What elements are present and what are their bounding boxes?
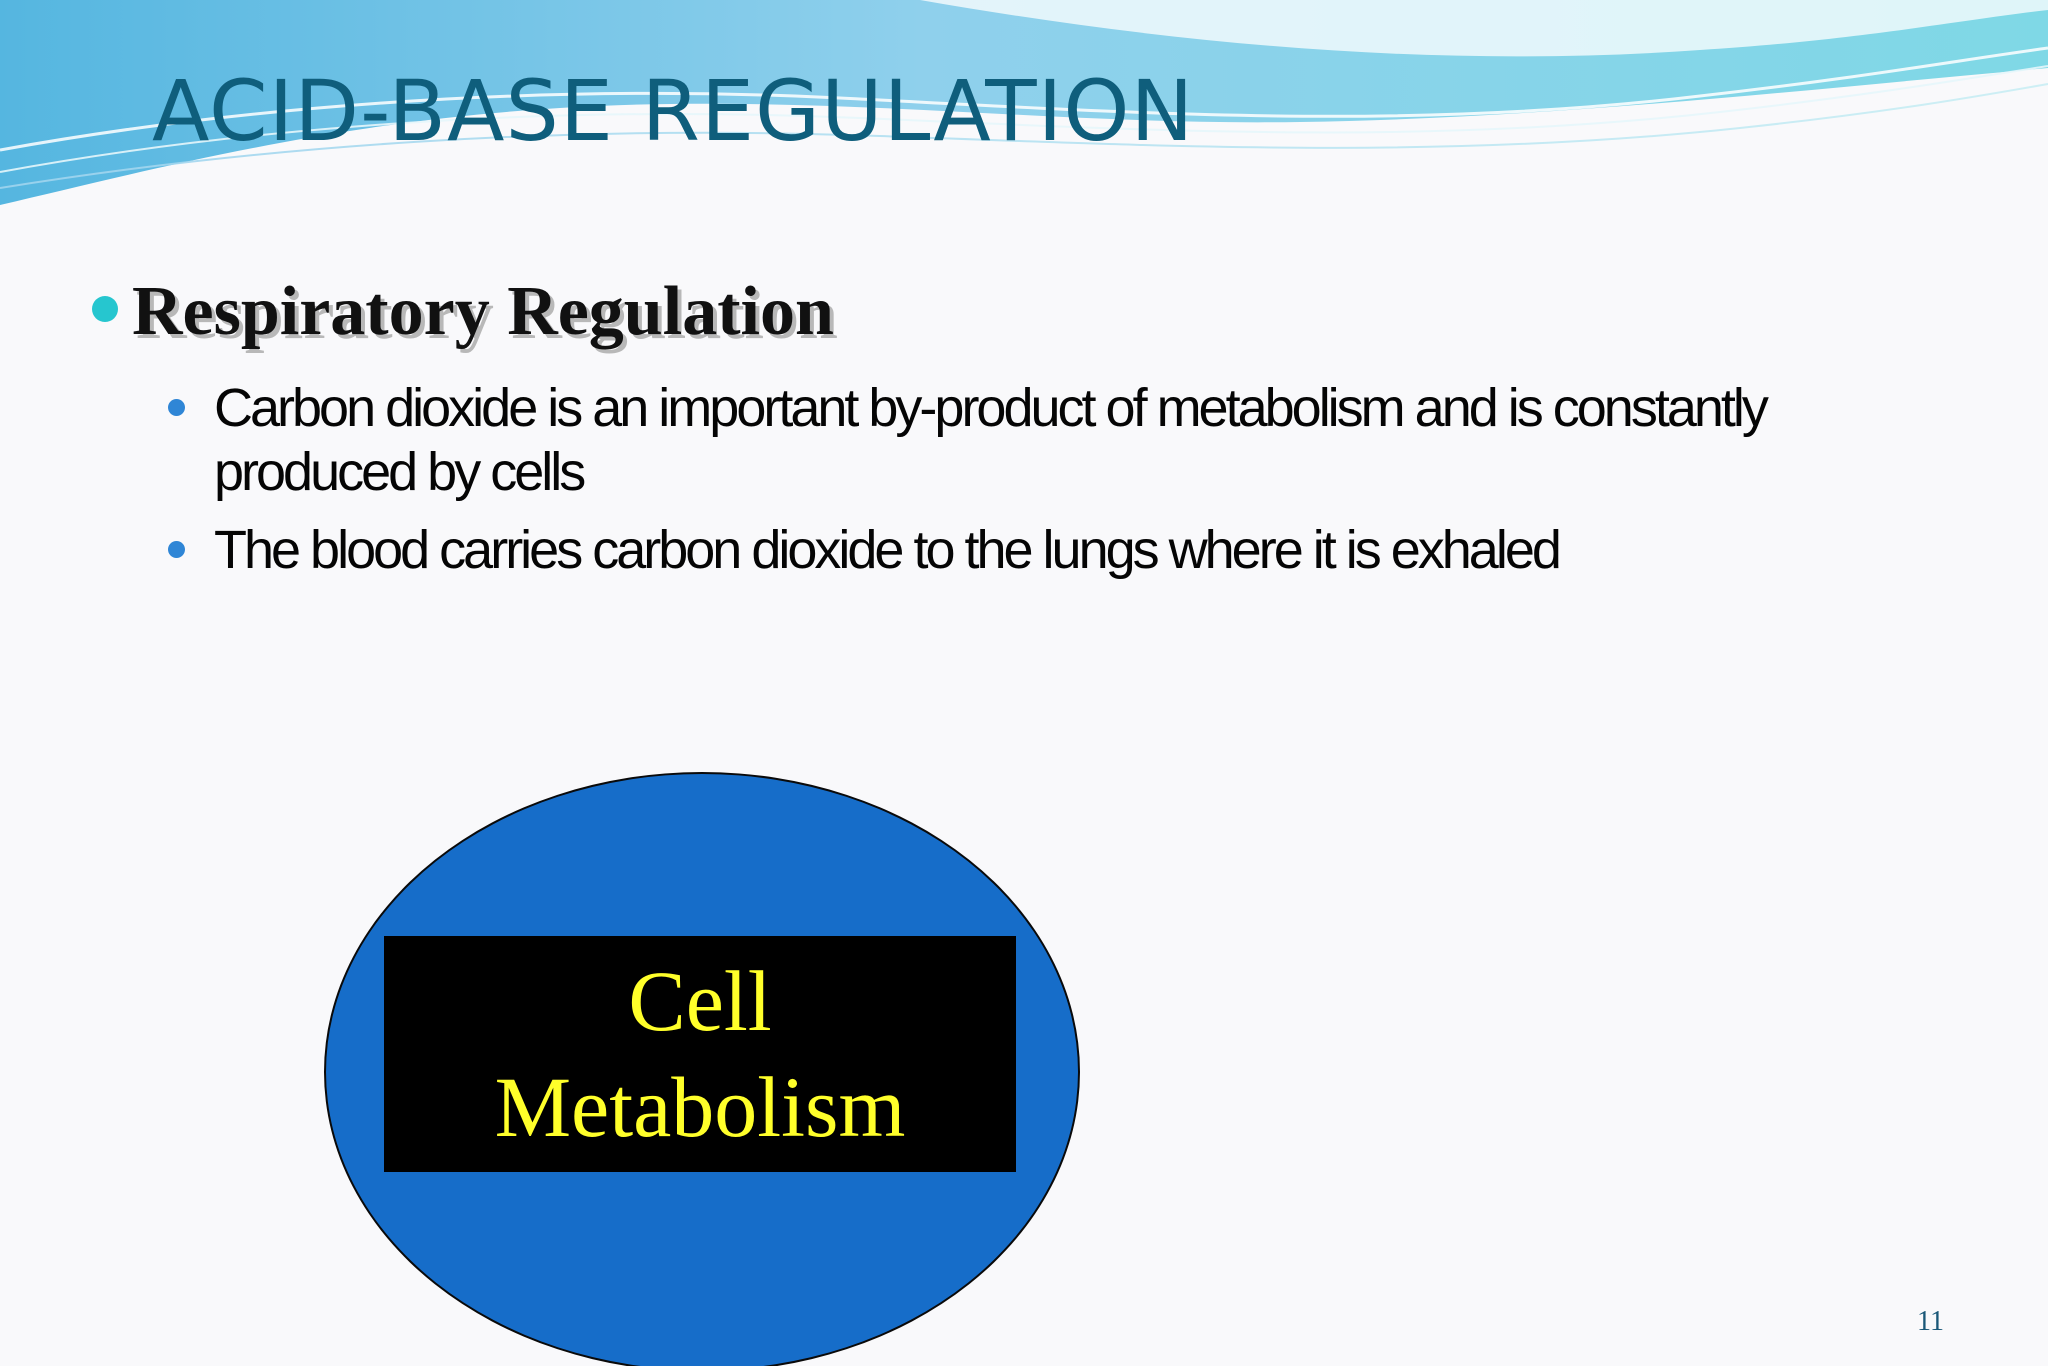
list-item: The blood carries carbon dioxide to the … xyxy=(168,518,1848,582)
box-label-line-2: Metabolism xyxy=(494,1059,906,1155)
cell-metabolism-label-box: Cell Metabolism xyxy=(384,936,1016,1172)
bullet-icon xyxy=(168,541,185,558)
page-number: 11 xyxy=(1917,1306,1944,1337)
heading-bullet-row: Respiratory Regulation xyxy=(92,272,834,352)
bullet-icon xyxy=(168,399,185,416)
bullet-list: Carbon dioxide is an important by-produc… xyxy=(168,376,1848,596)
cell-metabolism-diagram: Cell Metabolism xyxy=(324,772,1080,1366)
bullet-icon xyxy=(92,296,118,322)
bullet-text: Carbon dioxide is an important by-produc… xyxy=(214,378,1769,502)
header-wave-decoration xyxy=(0,0,2048,205)
list-item: Carbon dioxide is an important by-produc… xyxy=(168,376,1848,504)
section-heading: Respiratory Regulation xyxy=(132,273,834,350)
bullet-text: The blood carries carbon dioxide to the … xyxy=(214,520,1562,580)
box-label-line-1: Cell xyxy=(628,953,772,1049)
slide-title: ACID-BASE REGULATION xyxy=(152,62,1195,160)
